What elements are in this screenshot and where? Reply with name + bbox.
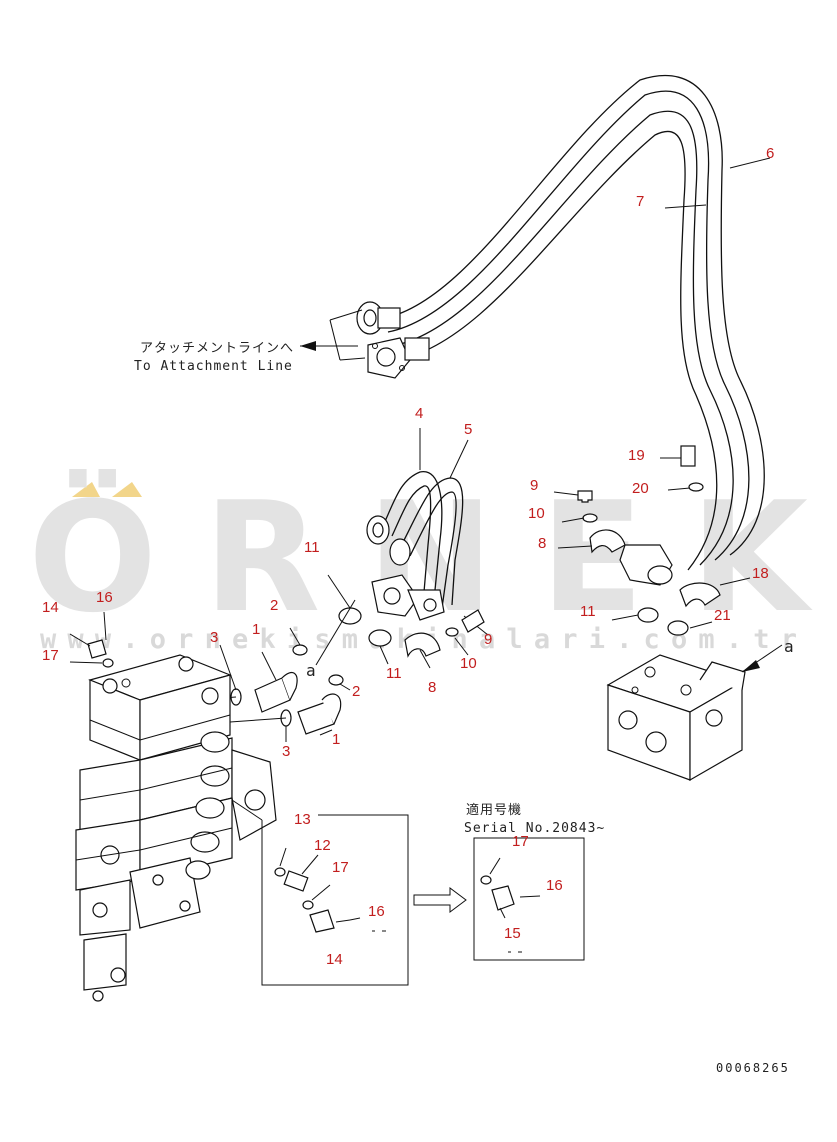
- callout-20: 20: [632, 480, 649, 497]
- callout-1-lower: 1: [332, 731, 340, 748]
- watermark-accent-right: [112, 482, 142, 497]
- hose-assembly-short: [366, 471, 464, 621]
- callout-15: 15: [504, 925, 521, 942]
- detail-inset-current: [231, 799, 409, 986]
- callout-9-right: 9: [530, 477, 538, 494]
- callout-7: 7: [636, 193, 644, 210]
- callout-5: 5: [464, 421, 472, 438]
- callout-21: 21: [714, 607, 731, 624]
- callout-numbers: 6 7 4 5 19 9 20 10 8 18 11 11 21 2 2 1 1…: [42, 145, 774, 968]
- callout-2-lower: 2: [352, 683, 360, 700]
- callout-3-upper: 3: [210, 629, 218, 646]
- callout-17-left: 17: [42, 647, 59, 664]
- center-fittings: a: [194, 574, 392, 742]
- watermark-accent-left: [72, 482, 100, 497]
- spool-caps: [185, 731, 230, 880]
- callout-3-lower: 3: [282, 743, 290, 760]
- serial-label-jp: 適用号機: [466, 802, 522, 818]
- attachment-line-pointer: アタッチメントラインへ To Attachment Line: [134, 309, 366, 374]
- callout-16-inset: 16: [368, 903, 385, 920]
- callout-10-right: 10: [528, 505, 545, 522]
- serial-label-en: Serial No.20843~: [464, 821, 605, 836]
- callout-17-inset: 17: [332, 859, 349, 876]
- callout-2-upper: 2: [270, 597, 278, 614]
- callout-11-lower: 11: [386, 665, 402, 682]
- main-control-valve: [75, 654, 277, 1002]
- callout-8-right: 8: [538, 535, 546, 552]
- callout-13: 13: [294, 811, 311, 828]
- callout-9-center: 9: [484, 631, 492, 648]
- callout-11-right: 11: [580, 603, 596, 620]
- callout-17-serial: 17: [512, 833, 529, 850]
- callout-1-upper: 1: [252, 621, 260, 638]
- callout-16-serial: 16: [546, 877, 563, 894]
- attachment-label-en: To Attachment Line: [134, 359, 293, 374]
- view-a-label-right: a: [784, 637, 795, 656]
- callout-10-center: 10: [460, 655, 477, 672]
- left-small-fittings: [69, 611, 114, 668]
- callout-18: 18: [752, 565, 769, 582]
- callout-12: 12: [314, 837, 331, 854]
- right-clamp-group: [553, 445, 751, 608]
- drawing-number: 00068265: [716, 1061, 790, 1075]
- callout-19: 19: [628, 447, 645, 464]
- center-bolt-set: [404, 609, 485, 658]
- callout-4: 4: [415, 405, 423, 422]
- callout-6: 6: [766, 145, 774, 162]
- view-a-label-center: a: [306, 661, 317, 680]
- watermark: ÖRNEK www.ornekismakinalari.com.tr: [28, 469, 813, 655]
- transition-arrow: [413, 887, 467, 913]
- callout-14-left: 14: [42, 599, 59, 616]
- callout-14-inset: 14: [326, 951, 343, 968]
- callout-11-upper: 11: [304, 539, 320, 556]
- callout-16-left: 16: [96, 589, 113, 606]
- attachment-label-jp: アタッチメントラインへ: [140, 341, 294, 356]
- detail-inset-new-serial: 適用号機 Serial No.20843~: [464, 802, 605, 961]
- callout-8-center: 8: [428, 679, 436, 696]
- hose-assembly-long: [356, 74, 765, 571]
- manifold-block-a: a: [606, 607, 795, 782]
